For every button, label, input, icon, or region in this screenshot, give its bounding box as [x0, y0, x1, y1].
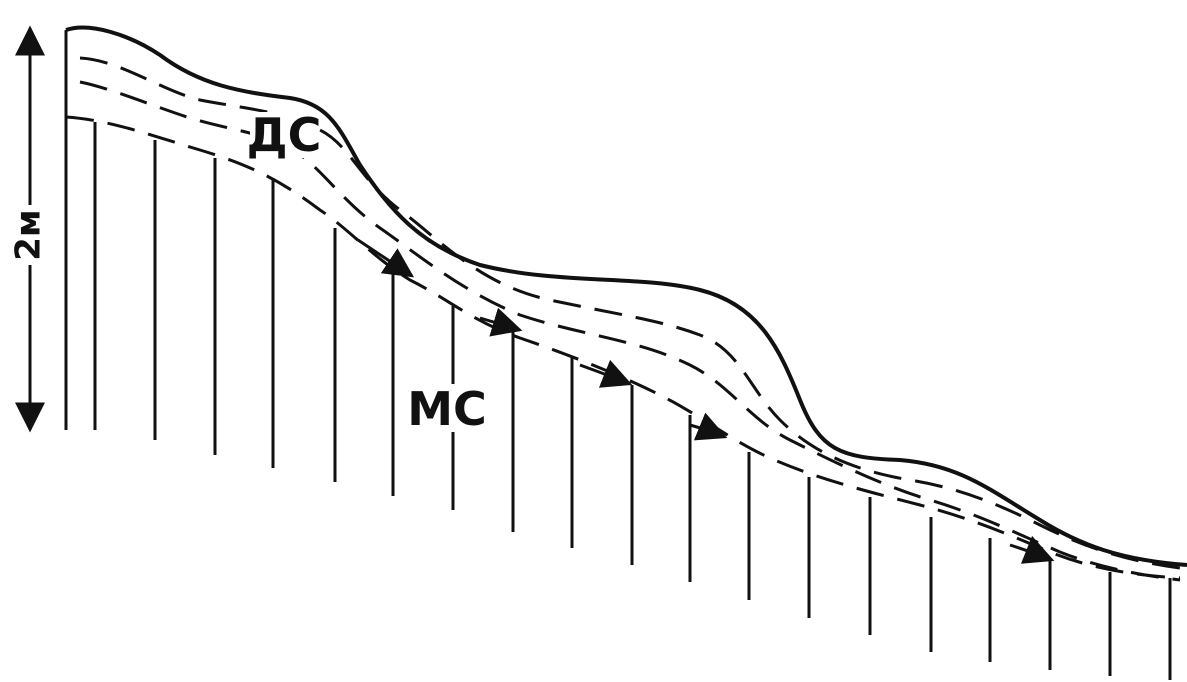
lower-layer-label: МС — [407, 382, 487, 436]
movement-arrow-4 — [689, 412, 728, 441]
upper-layer-label-background — [250, 112, 318, 158]
movement-arrow-3 — [579, 359, 633, 388]
lower-layer-hatching — [93, 122, 1172, 680]
movement-arrow-2 — [479, 307, 523, 337]
ground-surface-line — [65, 25, 1187, 567]
movement-arrow-1 — [357, 238, 415, 278]
movement-arrow-5 — [1009, 535, 1055, 564]
upper-layer-label: ДС — [247, 108, 322, 162]
lower-layer-label-background — [412, 384, 482, 432]
layer-boundary-line — [65, 115, 1181, 580]
scale-label: 2м — [9, 209, 49, 260]
upper-layer-dashed-line-1 — [79, 56, 1181, 570]
scale-bar: 2м — [9, 25, 49, 433]
